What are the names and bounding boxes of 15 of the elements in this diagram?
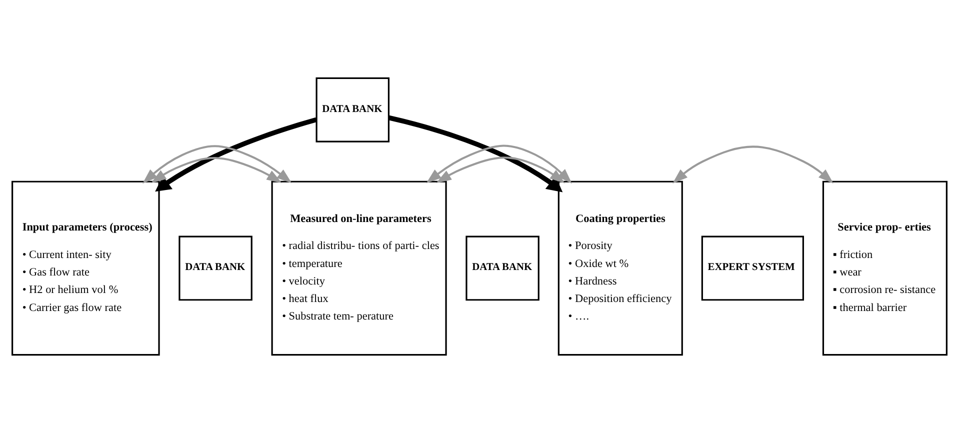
arrow [142,145,292,184]
arrow [151,157,282,184]
node-box: Input parameters (process) • Current inten- sity • Gas flow rate • H2 or helium vol % • Carrier gas flow rate [12,180,160,356]
arrow [388,115,563,192]
node-box: Measured on-line parameters • radial distribu- tions of parti- cles • temperature • velocity • heat flux • Substrate tem- perature [271,180,447,356]
node-box: DATA BANK [316,77,390,142]
node-box: DATA BANK [178,236,252,301]
arrow [672,146,834,184]
arrow [436,156,566,184]
node-box: Service prop- erties ▪ friction ▪ wear ▪ corrosion re- sistance ▪ thermal barrier [822,180,948,356]
arrow [426,144,572,184]
arrow [155,117,317,192]
node-box: Coating properties • Porosity • Oxide wt % • Hardness • Deposition efficiency • …. [558,180,683,356]
node-box: DATA BANK [466,236,540,301]
node-box: EXPERT SYSTEM [701,236,804,301]
